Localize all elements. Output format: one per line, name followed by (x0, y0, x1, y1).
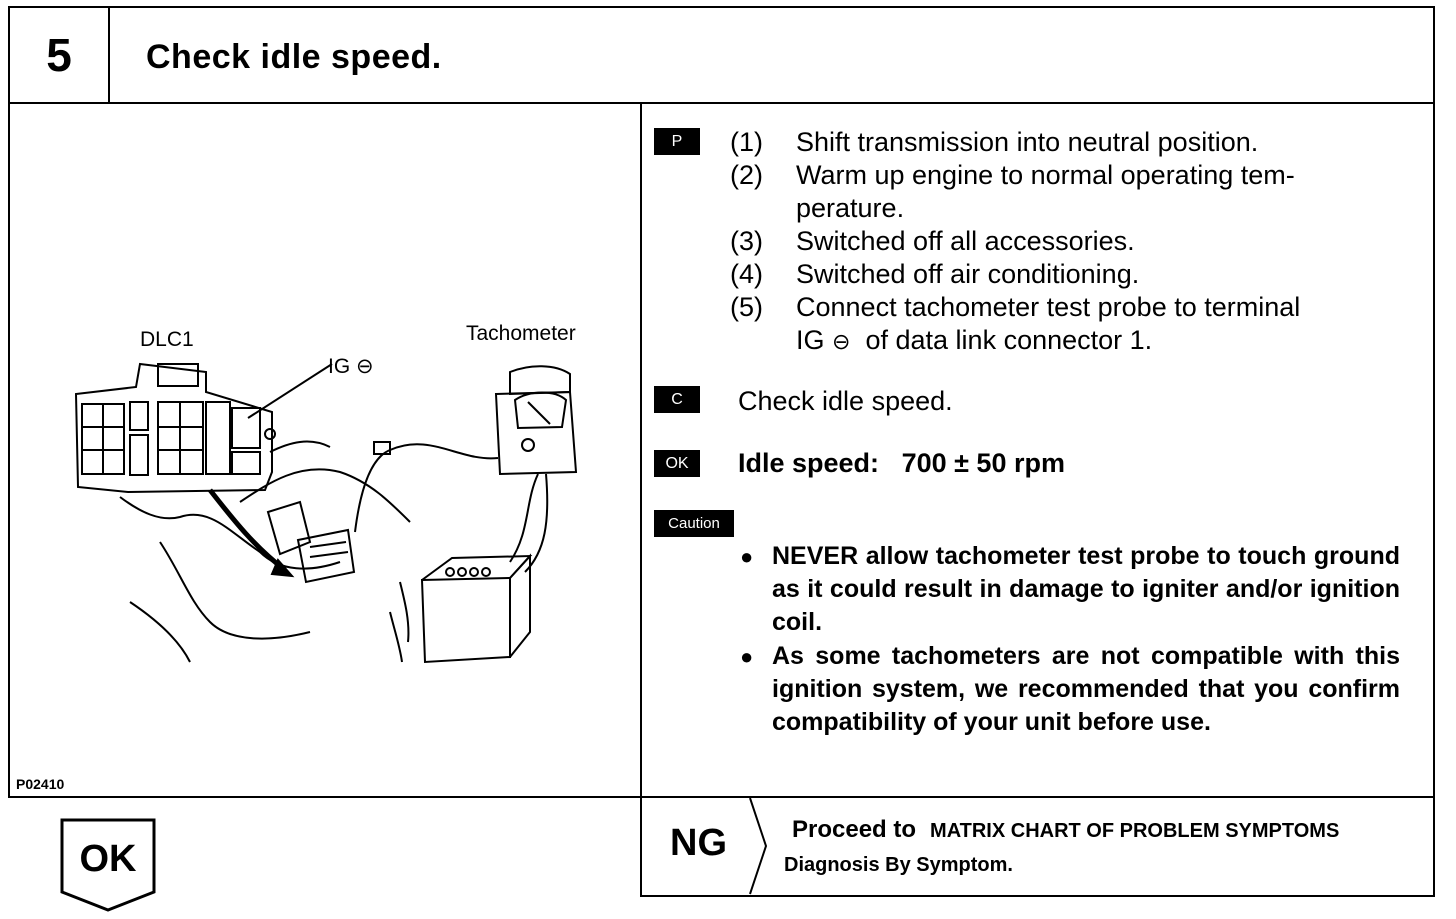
spec-value: 700 ± 50 rpm (901, 448, 1065, 478)
ig-terminal-label: IG ⊖ (328, 354, 374, 379)
ig-label-text: IG (328, 355, 351, 378)
procedure-item-continued: perature. (796, 193, 905, 223)
ng-label: NG (670, 822, 727, 864)
ok-box-shape (60, 818, 156, 912)
caution-item: ●As some tachometers are not compatible … (740, 640, 1400, 739)
ng-divider-chevron (749, 798, 768, 895)
ok-box: OK (60, 818, 156, 914)
minus-circle-icon: ⊖ (832, 329, 851, 354)
procedure-item-continued: IG ⊖ of data link connector 1. (796, 325, 1153, 355)
diagnosis-link[interactable]: Diagnosis By Symptom. (784, 854, 1013, 876)
ok-label: OK (79, 838, 137, 880)
procedure-item: (3)Switched off all accessories. (730, 226, 1135, 256)
procedure-item: (2)Warm up engine to normal operating te… (730, 160, 1295, 190)
tag-check: C (654, 386, 700, 413)
content-panel: DLC1 IG ⊖ Tachometer P02410 (8, 102, 1435, 798)
matrix-chart-link[interactable]: MATRIX CHART OF PROBLEM SYMPTOMS (930, 820, 1340, 842)
bullet-icon: ● (740, 544, 754, 569)
engine-illustration (74, 362, 578, 664)
minus-circle-icon: ⊖ (356, 355, 374, 378)
step-number: 5 (10, 8, 110, 102)
check-text: Check idle speed. (738, 386, 953, 416)
tag-caution: Caution (654, 510, 734, 537)
step-title: Check idle speed. (146, 38, 442, 76)
procedure-item: (5)Connect tachometer test probe to term… (730, 292, 1301, 322)
step-header: 5 Check idle speed. (8, 6, 1435, 104)
procedure-item: (4)Switched off air conditioning. (730, 259, 1140, 289)
spec-label: Idle speed: (738, 448, 880, 478)
panel-divider (640, 102, 642, 796)
procedure-item: (1)Shift transmission into neutral posit… (730, 127, 1259, 157)
procedure-list: (1)Shift transmission into neutral posit… (730, 126, 1300, 358)
figure-code: P02410 (16, 776, 65, 792)
tag-ok: OK (654, 450, 700, 477)
caution-item: ●NEVER allow tachometer test probe to to… (740, 540, 1400, 639)
tag-prepare: P (654, 128, 700, 155)
tachometer-label: Tachometer (466, 322, 576, 345)
dlc1-label: DLC1 (140, 328, 194, 351)
ok-spec: Idle speed: 700 ± 50 rpm (738, 448, 1065, 479)
bullet-icon: ● (740, 644, 754, 669)
caution-list: ●NEVER allow tachometer test probe to to… (740, 540, 1400, 740)
tachometer-connection-figure: DLC1 IG ⊖ Tachometer P02410 (10, 102, 640, 796)
